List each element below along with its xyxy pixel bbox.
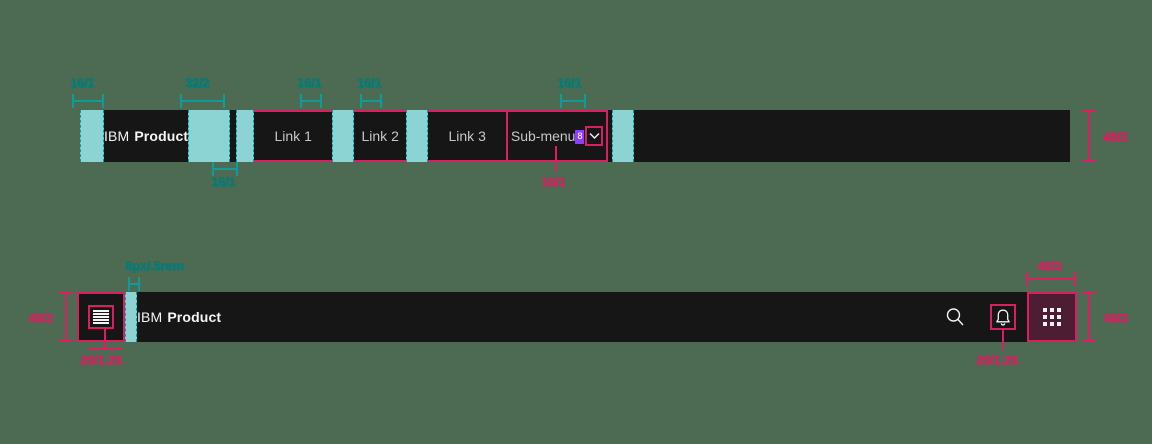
annotation-menu-height-label: 48/3: [28, 310, 53, 325]
annotation-cap: [380, 94, 382, 108]
annotation-cap: [1082, 340, 1096, 342]
annotation-top-height-rule: [1088, 110, 1090, 162]
nav-link-2[interactable]: Link 2: [354, 110, 407, 162]
annotation-top-under-brand-rule: [212, 168, 238, 170]
annotation-cap: [59, 292, 73, 294]
bottom-header-bar: IBM Product: [77, 292, 1077, 342]
nav-link-1-label: Link 1: [274, 128, 312, 144]
nav-submenu-label: Sub-menu: [510, 128, 576, 144]
annotation-chevron-leader: [555, 146, 557, 172]
spacer-token-link2-gap: [406, 110, 429, 162]
annotation-menu-icon-leader: [104, 328, 106, 348]
submenu-token-badge: 8: [575, 130, 585, 144]
annotation-chevron-size-label: 16/1: [541, 174, 566, 189]
nav-submenu[interactable]: Sub-menu 8: [506, 110, 609, 162]
annotation-cap: [360, 94, 362, 108]
annotation-grid-height-label: 48/3: [1103, 310, 1128, 325]
search-icon: [944, 306, 966, 328]
annotation-bottom-brand-gap-label: 8px/.5rem: [125, 258, 184, 273]
annotation-cap: [212, 162, 214, 176]
annotation-top-link1-gap-rule: [300, 100, 322, 102]
annotation-menu-height-rule: [65, 292, 67, 342]
annotation-cap: [300, 94, 302, 108]
annotation-top-submenu-gap-rule: [560, 100, 586, 102]
spacer-token-left: [80, 110, 104, 162]
annotation-cap: [180, 94, 182, 108]
annotation-cap: [128, 277, 130, 291]
brand-top[interactable]: IBM Product: [104, 110, 188, 162]
annotation-top-link2-gap-label: 16/1: [357, 75, 382, 90]
hamburger-menu-icon: [88, 305, 114, 329]
annotation-cap: [1026, 272, 1028, 286]
annotation-grid-width-label: 48/3: [1037, 258, 1062, 273]
app-switcher-grid-icon: [1043, 308, 1061, 326]
nav-link-3[interactable]: Link 3: [428, 110, 507, 162]
annotation-grid-width-rule: [1026, 278, 1076, 280]
annotation-cap: [560, 94, 562, 108]
brand-prefix: IBM: [137, 309, 163, 325]
app-switcher-button[interactable]: [1027, 292, 1077, 342]
annotation-cap: [1082, 110, 1096, 112]
bottom-bar-filler: [221, 292, 931, 342]
spacer-token-nav-start: [236, 110, 255, 162]
search-button[interactable]: [931, 292, 979, 342]
annotation-top-left-pad-label: 16/1: [70, 75, 95, 90]
annotation-cap: [1082, 292, 1096, 294]
annotation-cap: [236, 162, 238, 176]
top-header-bar: IBM Product Link 1 Link 2 Link 3 Sub-men…: [80, 110, 1070, 162]
annotation-grid-height-rule: [1088, 292, 1090, 342]
spacer-token-bottom-brand-gap: [125, 292, 137, 342]
spacer-token-brand-gap: [188, 110, 231, 162]
annotation-cap: [584, 94, 586, 108]
hamburger-menu-button[interactable]: [77, 292, 125, 342]
annotation-cap: [72, 94, 74, 108]
annotation-top-height-label: 48/3: [1103, 129, 1128, 144]
annotation-top-link1-gap-label: 16/1: [297, 75, 322, 90]
brand-bottom[interactable]: IBM Product: [137, 292, 221, 342]
annotation-top-left-pad-rule: [72, 100, 104, 102]
annotation-cap: [138, 277, 140, 291]
hamburger-lines: [93, 310, 109, 324]
annotation-bell-icon-size-label: 20/1.25: [976, 352, 1018, 367]
chevron-down-icon[interactable]: [585, 126, 604, 146]
spacer-token-submenu-gap: [612, 110, 635, 162]
annotation-menu-icon-size-label: 20/1.25: [80, 352, 122, 367]
annotation-top-under-brand-label: 16/1: [211, 174, 236, 189]
annotation-cap: [1082, 160, 1096, 162]
nav-link-1[interactable]: Link 1: [254, 110, 333, 162]
annotation-cap: [102, 94, 104, 108]
annotation-cap: [59, 340, 73, 342]
annotation-bell-icon-leader: [1002, 330, 1004, 350]
annotation-top-brand-gap-label: 32/2: [185, 75, 210, 90]
brand-prefix: IBM: [104, 128, 130, 144]
annotation-top-link2-gap-rule: [360, 100, 382, 102]
annotation-cap: [223, 94, 225, 108]
notification-bell-icon: [990, 304, 1016, 330]
annotation-top-brand-gap-rule: [180, 100, 225, 102]
brand-product: Product: [167, 309, 222, 325]
brand-product: Product: [134, 128, 189, 144]
annotation-menu-icon-rule: [88, 348, 122, 350]
annotation-top-submenu-gap-label: 16/1: [557, 75, 582, 90]
notification-button[interactable]: [979, 292, 1027, 342]
annotation-cap: [320, 94, 322, 108]
nav-link-3-label: Link 3: [448, 128, 486, 144]
annotation-cap: [1074, 272, 1076, 286]
annotation-bottom-brand-gap-rule: [128, 283, 140, 285]
nav-link-2-label: Link 2: [361, 128, 399, 144]
spacer-token-link1-gap: [332, 110, 355, 162]
